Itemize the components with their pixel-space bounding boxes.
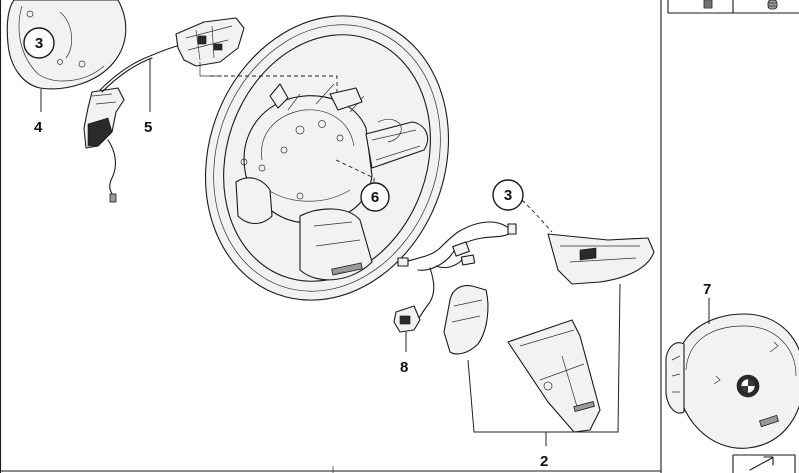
airbag-symbol-right-icon xyxy=(769,341,779,353)
callout-3-top-label: 3 xyxy=(35,35,43,52)
callout-3-top: 3 xyxy=(23,27,55,59)
part-2-trim-covers xyxy=(443,233,655,433)
screw-icon xyxy=(703,0,713,9)
label-part-2: 2 xyxy=(540,453,548,470)
label-part-8: 8 xyxy=(400,359,408,376)
bottom-right-inset-box xyxy=(732,454,796,473)
part-4-trim-cover xyxy=(6,0,127,90)
dashed-leader-part-6 xyxy=(335,159,375,182)
dashed-leader-part-3 xyxy=(521,199,553,233)
label-part-7: 7 xyxy=(703,281,711,298)
callout-6-label: 6 xyxy=(371,189,379,206)
bolt-icon xyxy=(767,0,778,10)
airbag-symbol-left-icon xyxy=(713,375,721,385)
label-part-5: 5 xyxy=(144,119,152,136)
top-right-inset-box xyxy=(667,0,799,14)
dashed-leader-top xyxy=(210,75,338,96)
callout-3-right-label: 3 xyxy=(504,187,512,204)
connector-cluster xyxy=(175,17,245,77)
steering-wheel: ——— xyxy=(204,15,450,301)
callout-3-right: 3 xyxy=(492,179,524,211)
part-5-switch-harness xyxy=(83,43,185,203)
label-part-4: 4 xyxy=(34,119,43,136)
svg-text:———: ——— xyxy=(334,269,346,275)
arrow-icon xyxy=(749,456,774,471)
part-8-wiring-harness xyxy=(393,221,517,333)
part-7-airbag-module xyxy=(665,313,799,449)
bmw-roundel-icon xyxy=(736,374,760,398)
callout-6: 6 xyxy=(360,182,390,212)
